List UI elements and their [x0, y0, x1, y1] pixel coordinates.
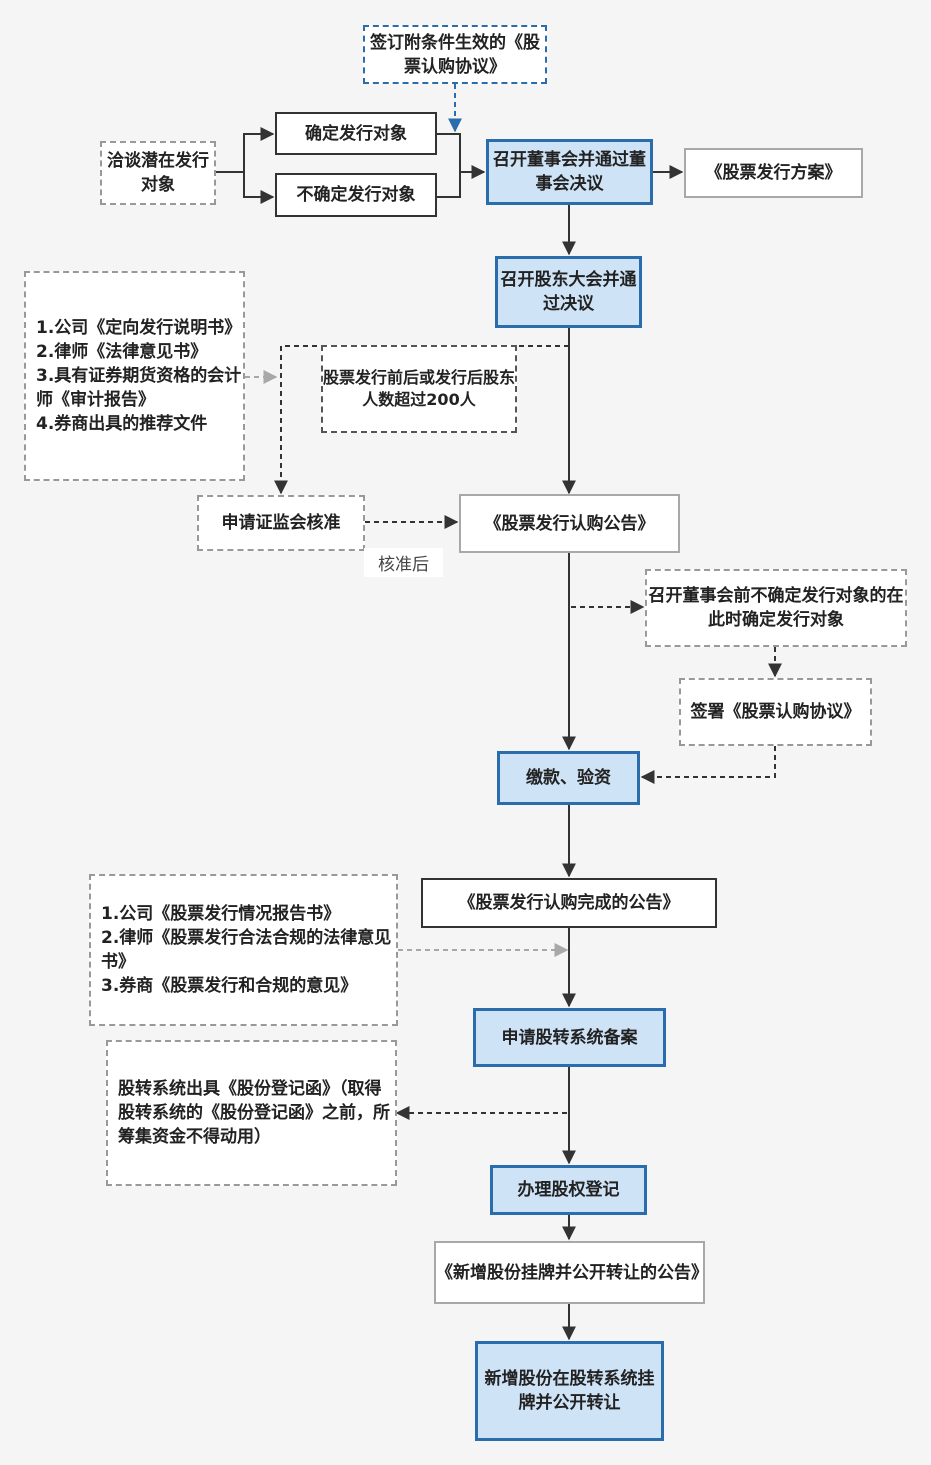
connector [437, 133, 486, 179]
documents-list-1: 1.公司《定向发行说明书》 2.律师《法律意见书》 3.具有证券期货资格的会计师… [24, 271, 245, 481]
negotiate-node: 洽谈潜在发行对象 [100, 141, 216, 205]
payment-verification-node: 缴款、验资 [497, 751, 640, 805]
approval-after-label: 核准后 [364, 548, 443, 577]
connector [243, 172, 275, 204]
completion-notice-node: 《股票发行认购完成的公告》 [421, 878, 717, 928]
sign-subscription-node: 签署《股票认购协议》 [679, 678, 872, 746]
connector [437, 172, 461, 198]
shareholders-meeting-node: 召开股东大会并通过决议 [495, 256, 642, 328]
filing-node: 申请股转系统备案 [473, 1008, 666, 1067]
issue-plan-node: 《股票发行方案》 [684, 148, 863, 198]
csrc-approval-node: 申请证监会核准 [197, 495, 365, 551]
connector [274, 345, 569, 495]
final-listing-node: 新增股份在股转系统挂牌并公开转让 [475, 1341, 664, 1441]
determine-target-node: 确定发行对象 [275, 112, 437, 155]
sign-agreement-node: 签订附条件生效的《股票认购协议》 [363, 25, 547, 84]
connector [640, 746, 776, 784]
registration-letter-node: 股转系统出具《股份登记函》（取得股转系统的《股份登记函》之前，所筹集资金不得动用… [106, 1040, 397, 1186]
documents-list-2: 1.公司《股票发行情况报告书》 2.律师《股票发行合法合规的法律意见书》 3.券… [89, 874, 398, 1026]
over-200-shareholders-node: 股票发行前后或发行后股东人数超过200人 [321, 345, 517, 433]
board-meeting-node: 召开董事会并通过董事会决议 [486, 139, 653, 205]
listing-notice-node: 《新增股份挂牌并公开转让的公告》 [434, 1241, 708, 1304]
connector [216, 127, 275, 173]
subscription-notice-node: 《股票发行认购公告》 [459, 494, 680, 553]
equity-registration-node: 办理股权登记 [490, 1165, 647, 1215]
determine-later-node: 召开董事会前不确定发行对象的在此时确定发行对象 [645, 569, 907, 647]
undetermined-target-node: 不确定发行对象 [275, 173, 437, 217]
